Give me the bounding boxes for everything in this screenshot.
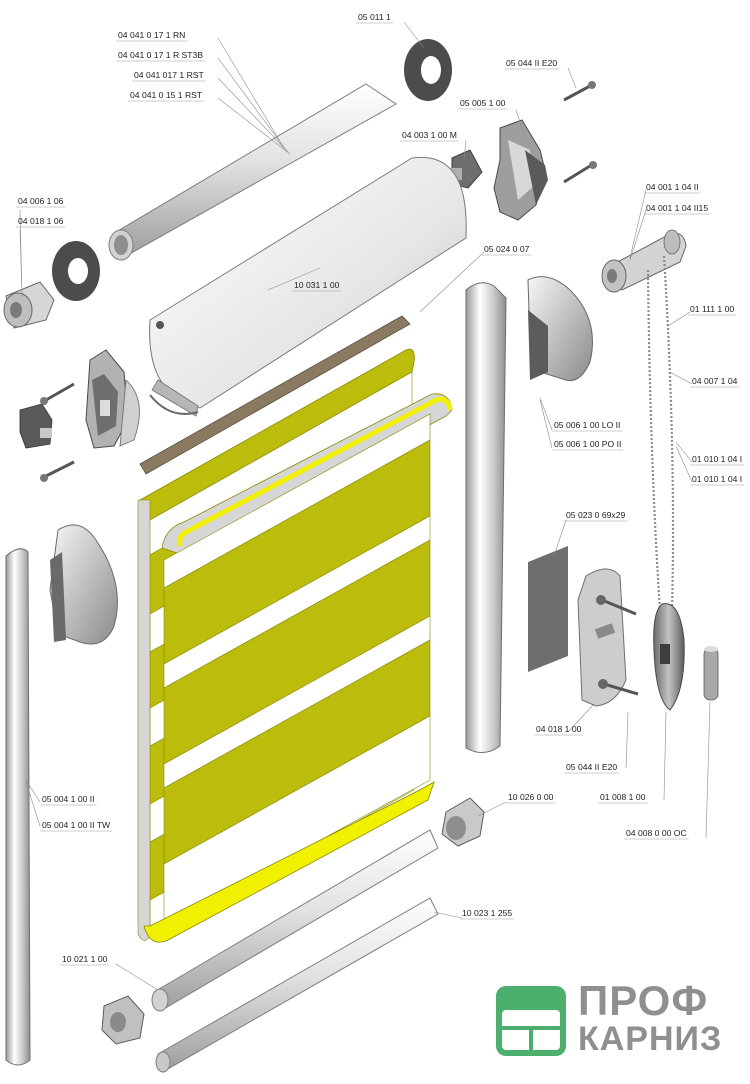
left-guide-rail bbox=[5, 548, 31, 1066]
part-label: 01 010 1 04 I bbox=[692, 454, 742, 464]
bead-chain bbox=[646, 255, 675, 611]
part-label: 01 008 1 00 bbox=[600, 792, 646, 802]
right-guide-rail bbox=[465, 282, 507, 753]
wall-bracket bbox=[577, 568, 639, 707]
part-label: 04 041 0 17 1 R ST3B bbox=[118, 50, 203, 60]
left-end-bracket bbox=[85, 349, 140, 449]
left-square-clip bbox=[19, 403, 53, 449]
part-label: 05 024 0 07 bbox=[484, 244, 530, 254]
bottom-end-plug bbox=[441, 797, 485, 847]
part-labels: 04 041 0 17 1 RN 04 041 0 17 1 R ST3B 04 0… bbox=[16, 12, 745, 966]
chain-connector bbox=[703, 646, 719, 701]
part-label: 05 044 II E20 bbox=[566, 762, 617, 772]
logo-line-2: КАРНИЗ bbox=[578, 1020, 723, 1058]
part-label: 04 003 1 00 M bbox=[402, 130, 457, 140]
logo-mark bbox=[496, 986, 566, 1056]
part-label: 05 044 II E20 bbox=[506, 58, 557, 68]
bottom-bar-upper bbox=[151, 829, 439, 1012]
part-label: 05 004 1 00 II bbox=[42, 794, 95, 804]
right-end-cap bbox=[527, 276, 593, 382]
part-label: 04 041 0 15 1 RST bbox=[130, 90, 203, 100]
part-label: 04 041 017 1 RST bbox=[134, 70, 205, 80]
top-roller-tube bbox=[108, 83, 397, 261]
part-label: 04 008 0 00 OC bbox=[626, 828, 687, 838]
part-label: 01 111 1 00 bbox=[690, 304, 734, 314]
cassette-profile bbox=[149, 156, 467, 417]
chain-mechanism bbox=[601, 229, 687, 293]
part-label: 04 041 0 17 1 RN bbox=[118, 30, 185, 40]
part-label: 04 018 1 06 bbox=[18, 216, 64, 226]
part-label: 01 010 1 04 I bbox=[692, 474, 742, 484]
adhesive-pad bbox=[528, 546, 568, 672]
screw-top-a bbox=[563, 81, 596, 102]
brown-sealing-strip bbox=[139, 315, 411, 475]
part-label: 04 006 1 06 bbox=[18, 196, 64, 206]
part-label: 04 007 1 04 bbox=[692, 376, 738, 386]
bottom-bar-end-cap bbox=[101, 995, 145, 1045]
screw-left-b bbox=[40, 460, 75, 482]
part-label: 10 031 1 00 bbox=[294, 280, 340, 290]
end-plug-left bbox=[3, 281, 55, 329]
fabric-front-layer bbox=[143, 393, 453, 943]
chain-weight bbox=[653, 603, 685, 711]
screw-left-a bbox=[40, 382, 75, 405]
screw-top-b bbox=[563, 161, 597, 184]
left-end-cap bbox=[49, 524, 118, 645]
logo-line-1: ПРОФ bbox=[578, 977, 709, 1024]
part-label: 05 005 1 00 bbox=[460, 98, 506, 108]
part-label: 10 023 1 255 bbox=[462, 908, 512, 918]
part-label: 05 023 0 69x29 bbox=[566, 510, 625, 520]
part-label: 10 026 0 00 bbox=[508, 792, 554, 802]
brand-logo: ПРОФ КАРНИЗ bbox=[494, 978, 744, 1060]
washer-top bbox=[404, 39, 452, 101]
cassette-bracket-right bbox=[493, 119, 548, 221]
part-label: 04 001 1 04 II bbox=[646, 182, 699, 192]
bottom-bar-lower bbox=[155, 897, 439, 1073]
part-label: 04 001 1 04 II15 bbox=[646, 203, 708, 213]
part-label: 05 006 1 00 PO II bbox=[554, 439, 621, 449]
leader-lines bbox=[19, 21, 711, 991]
part-label: 10 021 1 00 bbox=[62, 954, 108, 964]
part-label: 05 006 1 00 LO II bbox=[554, 420, 620, 430]
washer-left bbox=[52, 241, 100, 301]
part-label: 04 018 1 00 bbox=[536, 724, 582, 734]
part-label: 05 011 1 bbox=[358, 12, 391, 22]
part-label: 05 004 1 00 II TW bbox=[42, 820, 111, 830]
